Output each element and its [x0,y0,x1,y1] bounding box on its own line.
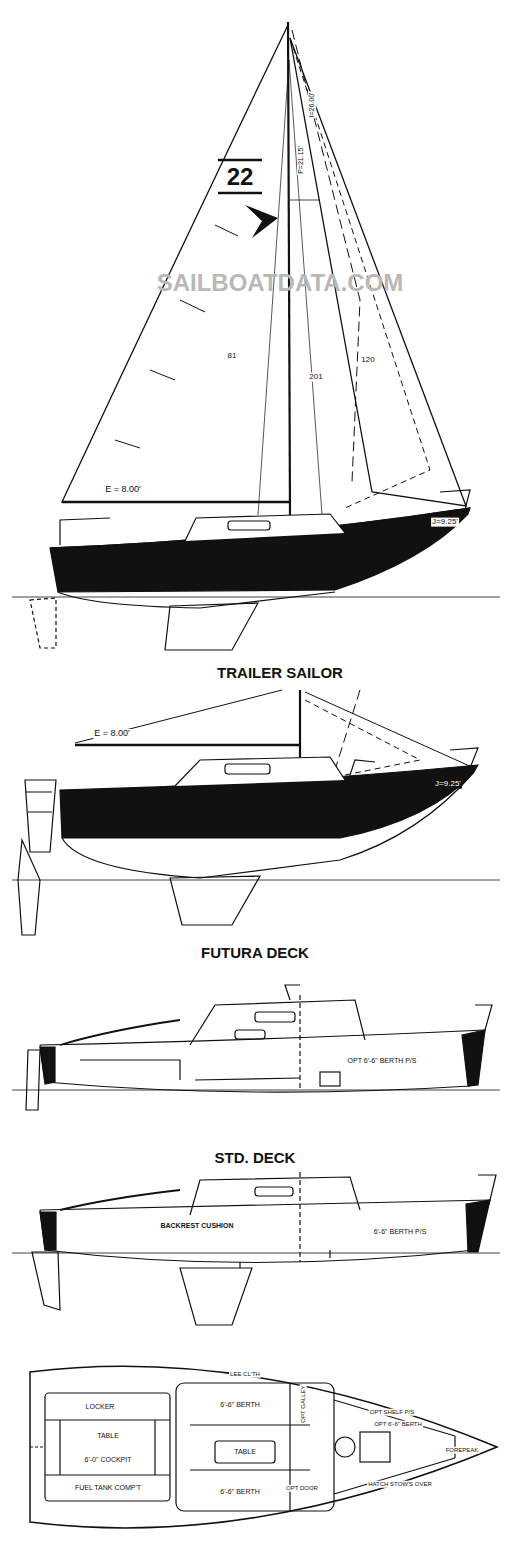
sail-plan [12,22,500,650]
plan-label: FUEL TANK COMP'T [74,1484,142,1492]
plan-label: 6'-0" COCKPIT [84,1456,133,1464]
futura-interior-profile [12,985,500,1110]
plan-label: TABLE [233,1448,257,1456]
dimension-label: 81 [227,352,238,361]
plan-label: LEE CL'TH [229,1371,261,1378]
plan-label: 6'-6" BERTH [219,1401,260,1409]
berth-note: OPT 6'-6" BERTH P/S [347,1057,418,1065]
plan-label: HATCH STOW'S OVER [367,1481,433,1488]
plan-label: OPT GALLEY [300,1384,307,1423]
plan-label: TABLE [96,1432,120,1440]
plan-label: 6'-6" BERTH [219,1488,260,1496]
dimension-label: E = 8.00' [104,485,142,495]
plan-label: FOREPEAK [445,1447,480,1454]
dimension-label: J=9.25' [431,518,459,527]
berth-note: 6'-6" BERTH P/S [373,1228,428,1236]
plan-label: OPT SHELF P/S [369,1409,416,1416]
watermark: SAILBOATDATA.COM [156,270,405,296]
deck-plan [30,1366,497,1528]
view-heading: TRAILER SAILOR [216,665,344,682]
view-heading: FUTURA DECK [200,945,310,962]
dimension-label: J=9.25' [434,780,462,789]
dimension-label: 120 [360,356,375,365]
plan-label: OPT 6'-6" BERTH [373,1421,423,1428]
futura-deck-profile [12,690,500,935]
berth-note: BACKREST CUSHION [159,1222,234,1230]
dimension-label: 201 [308,373,323,382]
dimension-label: E = 8.00' [93,729,131,739]
view-heading: STD. DECK [214,1150,297,1167]
dimension-label: I=26.00' [308,92,316,119]
dimension-label: P=21.15' [297,145,305,175]
std-interior-profile [12,1172,500,1325]
plan-label: LOCKER [85,1403,116,1411]
plan-label: OPT DOOR [285,1485,319,1492]
sail-number: 22 [226,164,255,190]
